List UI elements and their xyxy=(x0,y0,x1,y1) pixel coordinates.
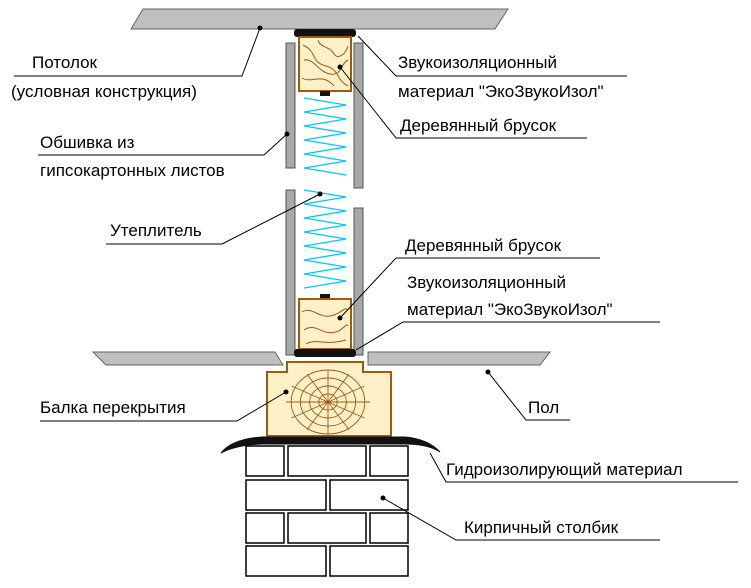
label-sound-bottom-2: материал "ЭкоЗвукоИзол" xyxy=(407,300,613,319)
floor-beam xyxy=(266,361,392,437)
brick xyxy=(245,545,327,577)
label-floor-beam: Балка перекрытия xyxy=(40,398,186,417)
label-floor: Пол xyxy=(528,398,559,417)
leader-ceiling xyxy=(14,27,261,77)
drywall-left-upper xyxy=(285,42,296,169)
label-waterproofing: Гидроизолирующий материал xyxy=(446,460,683,479)
drywall-right-upper xyxy=(353,42,364,189)
brick xyxy=(287,512,367,544)
label-sound-bottom-1: Звукоизоляционный xyxy=(407,273,566,292)
label-sheathing-2: гипсокартонных листов xyxy=(40,161,225,180)
label-beam-top: Деревянный брусок xyxy=(400,116,557,135)
brick xyxy=(245,445,285,477)
waterproofing-layer xyxy=(220,436,441,454)
brick xyxy=(329,545,409,577)
top-block-fastener xyxy=(320,91,330,96)
label-ceiling-2: (условная конструкция) xyxy=(11,82,197,101)
drywall-left-lower xyxy=(285,189,296,356)
bottom-block-fastener xyxy=(320,294,330,299)
brick xyxy=(369,445,409,477)
label-insulation: Утеплитель xyxy=(110,221,202,240)
leader-brick xyxy=(382,497,660,541)
leader-waterproofing xyxy=(429,452,738,483)
drywall-right-lower xyxy=(353,207,364,356)
label-beam-bottom: Деревянный брусок xyxy=(405,236,562,255)
ceiling-slab xyxy=(130,8,509,30)
leader-floor-beam xyxy=(40,391,287,422)
label-sound-top-2: материал "ЭкоЗвукоИзол" xyxy=(398,82,604,101)
leader-sound-top xyxy=(357,35,627,77)
wood-block-bottom xyxy=(298,298,352,350)
label-ceiling-1: Потолок xyxy=(32,53,98,72)
leader-lines xyxy=(14,25,738,541)
floor-slab-right xyxy=(367,351,552,366)
leader-sound-bottom xyxy=(355,321,660,351)
floor-slab-left xyxy=(91,351,284,366)
label-brick-pillar: Кирпичный столбик xyxy=(464,518,619,537)
brick xyxy=(287,445,367,477)
top-sound-seal xyxy=(294,29,356,37)
leader-beam-bottom xyxy=(339,257,600,319)
leader-sheathing xyxy=(38,133,288,156)
insulation-coils xyxy=(303,97,347,289)
brick xyxy=(245,512,285,544)
brick xyxy=(245,479,327,511)
bottom-sound-seal xyxy=(294,349,356,357)
label-sound-top-1: Звукоизоляционный xyxy=(398,53,557,72)
leader-beam-top xyxy=(339,66,587,139)
label-sheathing-1: Обшивка из xyxy=(40,133,135,152)
wood-block-top xyxy=(298,36,352,92)
brick-pillar xyxy=(245,445,409,577)
leader-insulation xyxy=(106,193,321,245)
brick xyxy=(369,512,409,544)
leader-floor xyxy=(487,371,570,421)
